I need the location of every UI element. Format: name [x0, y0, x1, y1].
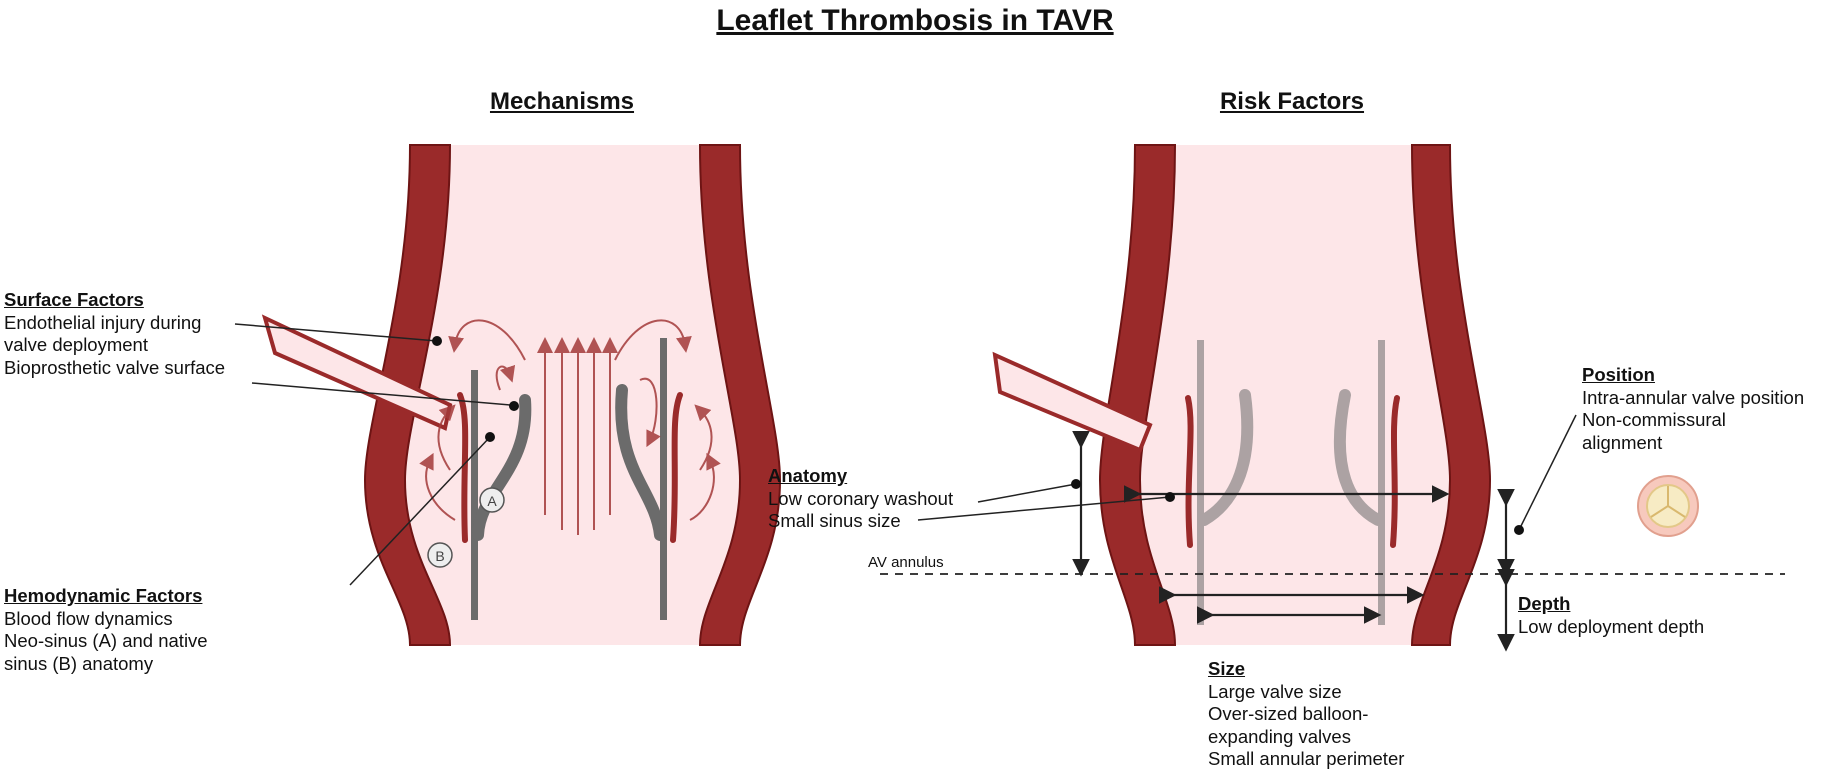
svg-text:B: B	[435, 548, 444, 564]
anatomy-heading: Anatomy	[768, 465, 848, 486]
depth-label: Depth Low deployment depth	[1518, 593, 1704, 638]
risk-factors-heading: Risk Factors	[1219, 88, 1365, 115]
depth-line: Low deployment depth	[1518, 615, 1705, 637]
hemodynamic-pointer-dot	[485, 432, 495, 442]
marker-b: B	[427, 542, 453, 568]
risk-native-leaflet-right	[1390, 395, 1400, 548]
mechanisms-leader-lines	[234, 323, 511, 586]
hemodynamic-factors-line: Neo-sinus (A) and native	[4, 630, 208, 651]
size-line: Large valve size	[1208, 680, 1342, 702]
position-heading: Position	[1582, 364, 1655, 385]
position-label: Position Intra-annular valve position No…	[1582, 364, 1804, 454]
surface-pointer-dot	[432, 336, 442, 346]
marker-a: A	[479, 487, 505, 513]
flow-arrows	[419, 319, 721, 535]
surface-factors-heading: Surface Factors	[4, 289, 144, 310]
risk-native-leaflet-left	[1185, 395, 1194, 548]
position-pointer-dot	[1514, 525, 1524, 535]
anatomy-line: Low coronary washout	[768, 487, 954, 509]
position-line: alignment	[1582, 431, 1663, 453]
valve-top-view-icon	[1637, 475, 1699, 537]
risk-leader-lines	[917, 414, 1577, 531]
hemodynamic-factors-label: Hemodynamic Factors Blood flow dynamics …	[4, 585, 208, 675]
hemodynamic-factors-heading: Hemodynamic Factors	[4, 585, 203, 606]
valve-pointer-dot	[509, 401, 519, 411]
mechanisms-heading: Mechanisms	[489, 88, 635, 115]
surface-factors-line: Endothelial injury during	[4, 311, 202, 333]
surface-factors-line: valve deployment	[4, 334, 148, 355]
anatomy-pointer-dot	[1071, 479, 1081, 489]
surface-factors-label: Surface Factors Endothelial injury durin…	[4, 289, 225, 379]
size-line: Small annular perimeter	[1208, 748, 1405, 769]
hemodynamic-factors-line: Blood flow dynamics	[4, 607, 173, 629]
av-annulus-label: AV annulus	[868, 554, 944, 571]
depth-heading: Depth	[1518, 593, 1571, 614]
anatomy-line: Small sinus size	[768, 510, 901, 531]
size-label: Size Large valve size Over-sized balloon…	[1208, 658, 1404, 771]
size-heading: Size	[1208, 658, 1246, 679]
size-line: expanding valves	[1208, 725, 1351, 747]
size-line: Over-sized balloon-	[1208, 703, 1369, 724]
mechanisms-vessel	[261, 144, 782, 646]
measurement-arrows	[1072, 431, 1515, 652]
sinus-pointer-dot	[1165, 492, 1175, 502]
anatomy-label: Anatomy Low coronary washout Small sinus…	[768, 465, 953, 533]
figure-title: Leaflet Thrombosis in TAVR	[716, 4, 1114, 37]
hemodynamic-factors-line: sinus (B) anatomy	[4, 652, 154, 674]
svg-text:A: A	[487, 493, 497, 509]
position-line: Intra-annular valve position	[1582, 386, 1805, 408]
position-line: Non-commissural	[1582, 409, 1726, 430]
surface-factors-line: Bioprosthetic valve surface	[4, 356, 226, 378]
risk-valve	[1197, 340, 1385, 625]
mechanisms-valve	[457, 338, 683, 620]
